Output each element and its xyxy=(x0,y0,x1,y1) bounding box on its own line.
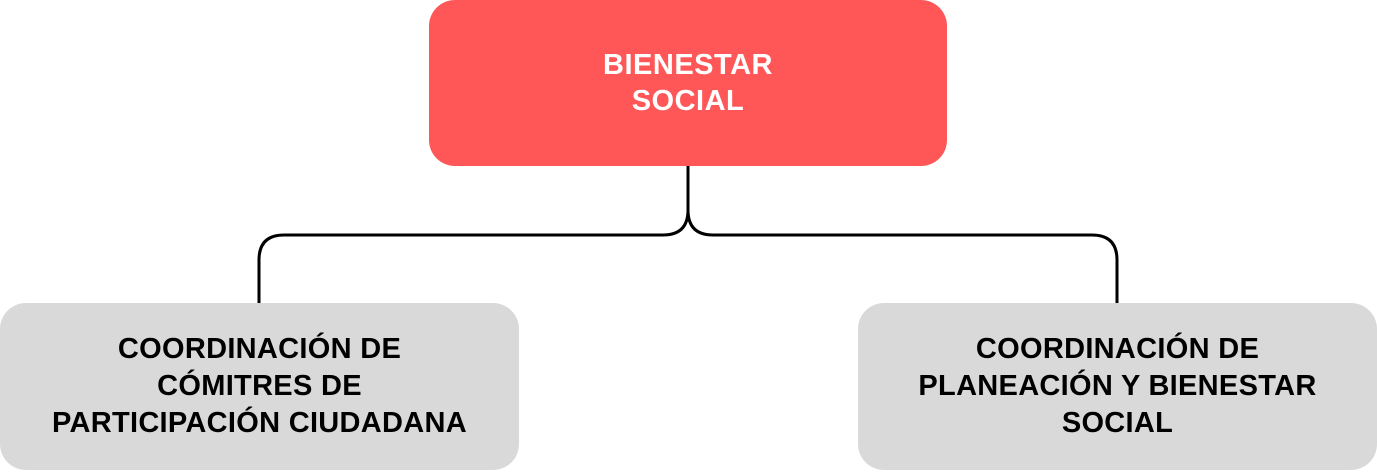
connector-to-right-child xyxy=(686,164,1119,305)
child-node-planeacion-bienestar: COORDINACIÓN DE PLANEACIÓN Y BIENESTAR S… xyxy=(858,303,1377,470)
root-node-label: BIENESTAR SOCIAL xyxy=(603,49,773,117)
child-node-label-right: COORDINACIÓN DE PLANEACIÓN Y BIENESTAR S… xyxy=(918,333,1317,439)
connector-to-left-child xyxy=(257,164,690,305)
root-node-bienestar-social: BIENESTAR SOCIAL xyxy=(429,0,947,166)
child-node-participacion-ciudadana: COORDINACIÓN DE CÓMITRES DE PARTICIPACIÓ… xyxy=(0,303,519,470)
child-node-label-left: COORDINACIÓN DE CÓMITRES DE PARTICIPACIÓ… xyxy=(51,333,468,439)
